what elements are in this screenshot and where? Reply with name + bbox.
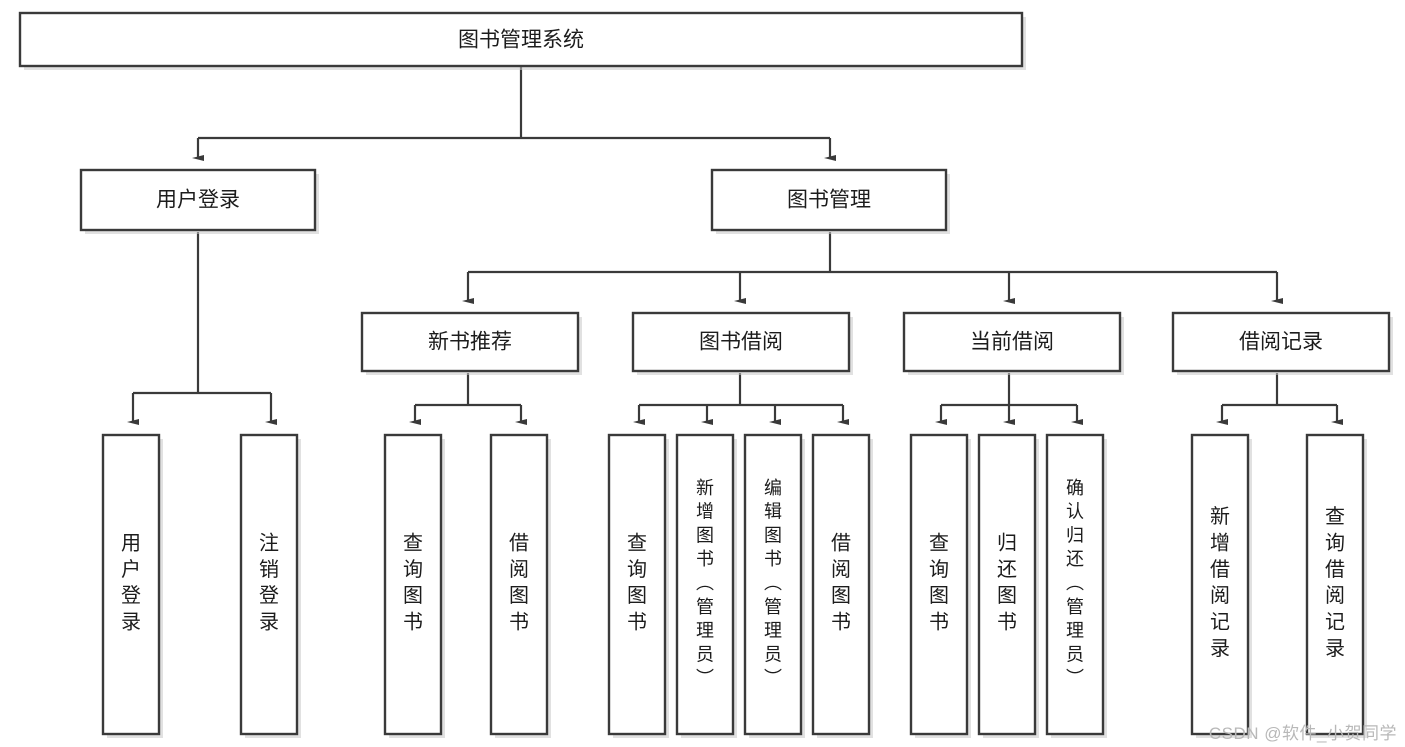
node-leaf-return-book[interactable]: 归还图书 — [977, 433, 1039, 738]
node-leaf-confirm-return-label: 确认归还︵管理员︶ — [1066, 478, 1084, 688]
node-leaf-query-book-2[interactable]: 查询图书 — [607, 433, 669, 738]
node-leaf-query-book-3-box[interactable] — [909, 433, 969, 736]
node-leaf-logout-login-label: 注销登录 — [259, 532, 279, 634]
csdn-watermark: CSDN @软件_小贺同学 — [1208, 724, 1397, 743]
node-leaf-user-login-label: 用户登录 — [121, 533, 141, 634]
node-book-borrow[interactable]: 图书借阅 — [631, 311, 853, 375]
node-leaf-borrow-book-2[interactable]: 借阅图书 — [811, 433, 873, 738]
node-leaf-borrow-book-1-label: 借阅图书 — [509, 532, 529, 634]
node-leaf-logout-login[interactable]: 注销登录 — [239, 433, 301, 738]
node-book-borrow-box[interactable] — [631, 311, 851, 373]
node-leaf-query-record[interactable]: 查询借阅记录 — [1305, 433, 1367, 738]
node-leaf-return-book-box[interactable] — [977, 433, 1037, 736]
node-leaf-add-record-box[interactable] — [1190, 433, 1250, 736]
node-leaf-edit-book-label: 编辑图书︵管理员︶ — [764, 478, 782, 688]
node-leaf-query-book-1-label: 查询图书 — [403, 532, 423, 634]
connector-group — [127, 66, 1343, 425]
node-root-box[interactable] — [18, 11, 1024, 68]
node-leaf-query-book-3-label: 查询图书 — [929, 532, 949, 634]
node-user-login-label: 用户登录 — [156, 189, 240, 212]
node-leaf-logout-login-box[interactable] — [239, 433, 299, 736]
node-new-book-recommend[interactable]: 新书推荐 — [360, 311, 582, 375]
node-leaf-user-login-box[interactable] — [101, 433, 161, 736]
node-leaf-confirm-return-box[interactable] — [1045, 433, 1105, 736]
node-current-borrow-label: 当前借阅 — [970, 331, 1054, 354]
node-current-borrow[interactable]: 当前借阅 — [902, 311, 1124, 375]
node-leaf-borrow-book-1-box[interactable] — [489, 433, 549, 736]
node-leaf-query-book-1[interactable]: 查询图书 — [383, 433, 445, 738]
node-leaf-add-book-box[interactable] — [675, 433, 735, 736]
node-leaf-query-book-2-box[interactable] — [607, 433, 667, 736]
node-root[interactable]: 图书管理系统 — [18, 11, 1026, 70]
node-leaf-return-book-label: 归还图书 — [997, 532, 1017, 634]
node-leaf-query-book-1-box[interactable] — [383, 433, 443, 736]
node-user-login-box[interactable] — [79, 168, 317, 232]
node-leaf-borrow-book-2-label: 借阅图书 — [831, 532, 851, 634]
node-book-management-label: 图书管理 — [787, 189, 871, 212]
node-leaf-edit-book[interactable]: 编辑图书︵管理员︶ — [743, 433, 805, 738]
node-leaf-add-record-label: 新增借阅记录 — [1210, 505, 1230, 660]
node-leaf-add-book[interactable]: 新增图书︵管理员︶ — [675, 433, 737, 738]
node-leaf-add-record[interactable]: 新增借阅记录 — [1190, 433, 1252, 738]
node-borrow-records[interactable]: 借阅记录 — [1171, 311, 1393, 375]
node-root-label: 图书管理系统 — [458, 29, 584, 52]
node-book-management[interactable]: 图书管理 — [710, 168, 950, 234]
node-leaf-query-record-box[interactable] — [1305, 433, 1365, 736]
node-leaf-confirm-return[interactable]: 确认归还︵管理员︶ — [1045, 433, 1107, 738]
node-leaf-query-book-3[interactable]: 查询图书 — [909, 433, 971, 738]
node-leaf-query-book-2-label: 查询图书 — [627, 532, 647, 634]
node-new-book-recommend-label: 新书推荐 — [428, 331, 512, 354]
node-leaf-borrow-book-2-box[interactable] — [811, 433, 871, 736]
node-new-book-recommend-box[interactable] — [360, 311, 580, 373]
node-book-management-box[interactable] — [710, 168, 948, 232]
node-book-borrow-label: 图书借阅 — [699, 331, 783, 354]
node-leaf-edit-book-box[interactable] — [743, 433, 803, 736]
node-leaf-borrow-book-1[interactable]: 借阅图书 — [489, 433, 551, 738]
node-borrow-records-box[interactable] — [1171, 311, 1391, 373]
node-current-borrow-box[interactable] — [902, 311, 1122, 373]
node-borrow-records-label: 借阅记录 — [1239, 331, 1323, 354]
node-leaf-query-record-label: 查询借阅记录 — [1325, 505, 1345, 660]
node-leaf-user-login[interactable]: 用户登录 — [101, 433, 163, 738]
node-leaf-add-book-label: 新增图书︵管理员︶ — [696, 478, 714, 688]
node-user-login[interactable]: 用户登录 — [79, 168, 319, 234]
